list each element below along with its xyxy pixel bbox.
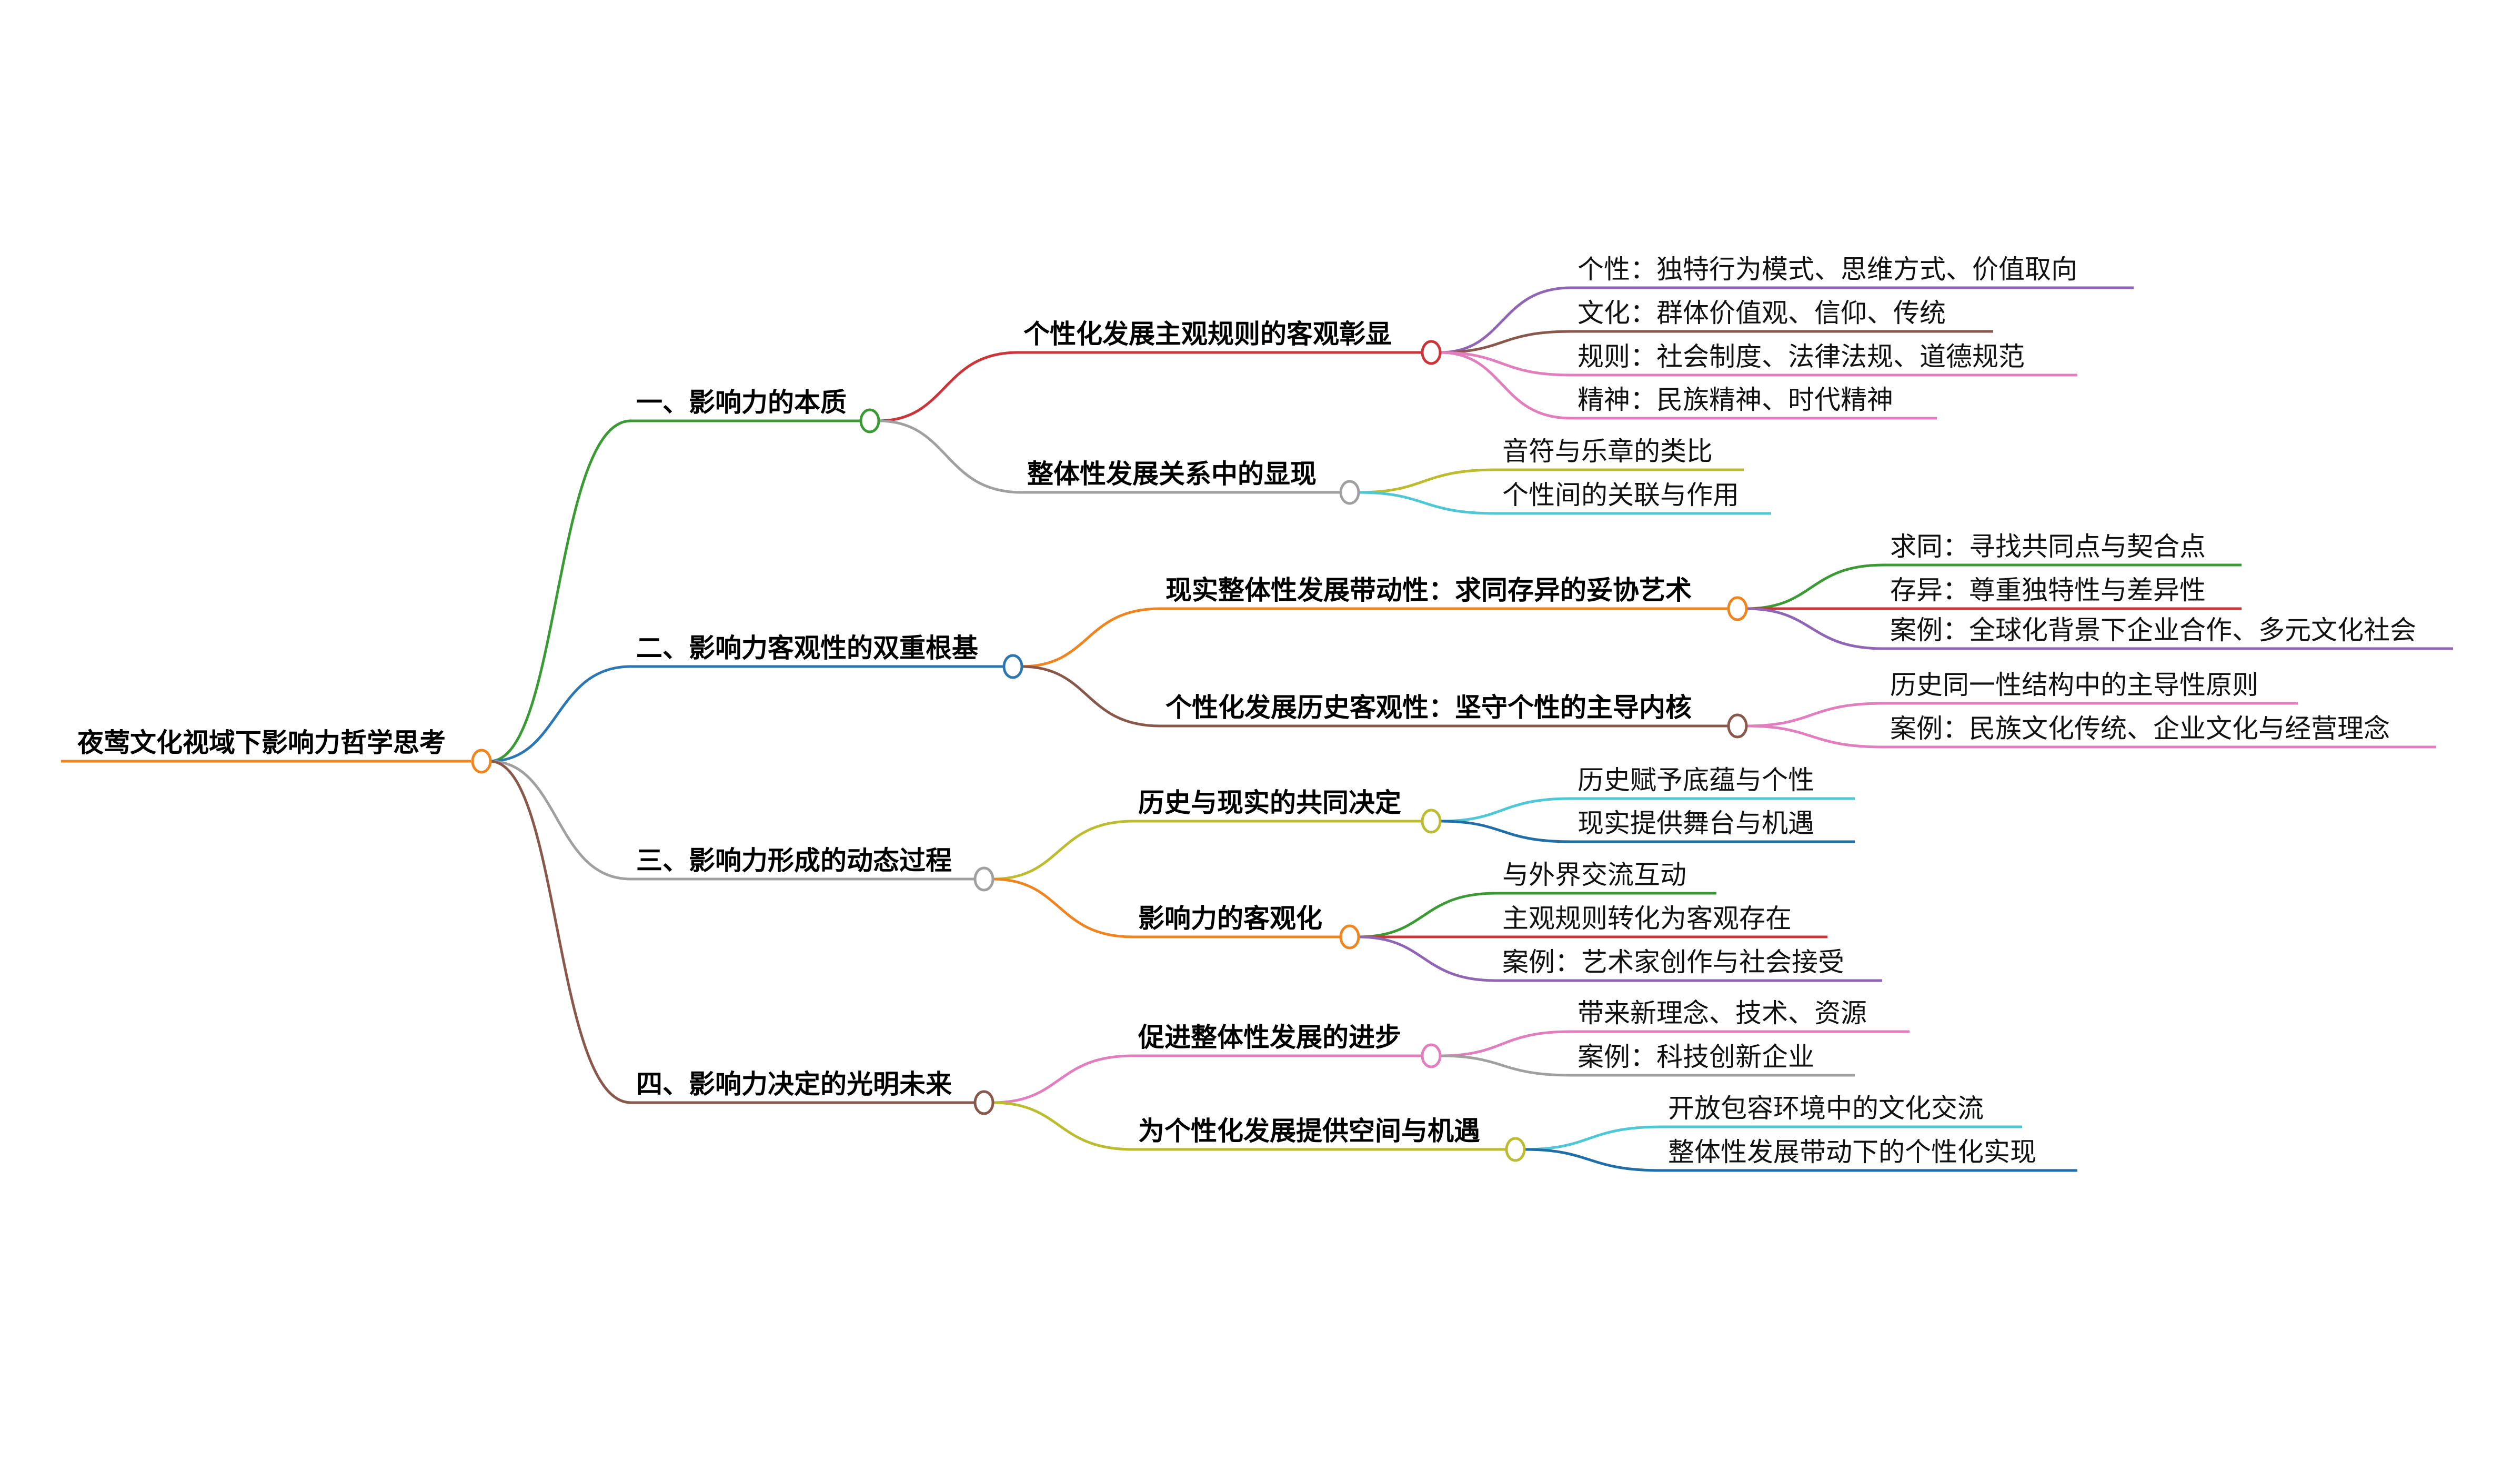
collapse-toggle[interactable] [1727,596,1748,621]
subtopic[interactable]: 整体性发展关系中的显现 [1027,459,1317,489]
collapse-toggle[interactable] [1339,924,1360,950]
branch-topic-1[interactable]: 一、影响力的本质 [636,387,847,418]
subtopic-connector [1020,607,1162,668]
leaf-connector [1522,1148,1663,1172]
branch-topic-4[interactable]: 四、影响力决定的光明未来 [636,1069,952,1099]
leaf-connector [1438,351,1573,420]
leaf-connector [1438,797,1573,823]
leaf-connector [1438,330,1573,354]
leaf-topic[interactable]: 个性：独特行为模式、思维方式、价值取向 [1577,254,2077,285]
leaf-topic[interactable]: 开放包容环境中的文化交流 [1668,1093,1984,1124]
subtopic[interactable]: 现实整体性发展带动性：求同存异的妥协艺术 [1165,575,1692,605]
collapse-toggle[interactable] [859,408,880,433]
leaf-topic[interactable]: 与外界交流互动 [1502,860,1686,890]
subtopic-connector [877,351,1020,422]
branch-connector [488,760,632,1104]
leaf-topic[interactable]: 求同：寻找共同点与契合点 [1890,531,2206,562]
leaf-connector [1522,1125,1663,1151]
root-topic[interactable]: 夜莺文化视域下影响力哲学思考 [77,728,446,758]
branch-connector [488,760,632,881]
subtopic-connector [1020,665,1162,728]
leaf-connector [1438,820,1573,843]
leaf-topic[interactable]: 精神：民族精神、时代精神 [1577,385,1893,415]
branch-connector [488,419,632,763]
leaf-topic[interactable]: 个性间的关联与作用 [1502,480,1739,510]
leaf-connector [1438,286,1573,354]
leaf-topic[interactable]: 案例：科技创新企业 [1577,1042,1814,1072]
leaf-connector [1744,563,1885,610]
leaf-topic[interactable]: 音符与乐章的类比 [1502,436,1713,467]
leaf-topic[interactable]: 整体性发展带动下的个性化实现 [1668,1137,2036,1167]
subtopic[interactable]: 历史与现实的共同决定 [1138,788,1401,818]
collapse-toggle[interactable] [1727,713,1748,739]
collapse-toggle[interactable] [1339,480,1360,505]
leaf-connector [1357,468,1498,494]
leaf-connector [1438,351,1573,377]
connector-layer [61,286,2453,1172]
leaf-topic[interactable]: 历史赋予底蕴与个性 [1577,765,1814,795]
subtopic[interactable]: 影响力的客观化 [1138,903,1322,934]
subtopic-connector [991,1054,1134,1104]
subtopic-connector [991,820,1134,881]
collapse-toggle[interactable] [973,1090,994,1115]
collapse-toggle[interactable] [1421,340,1442,365]
leaf-connector [1357,491,1498,515]
collapse-toggle[interactable] [1002,654,1023,679]
subtopic-connector [991,1101,1134,1151]
subtopic[interactable]: 促进整体性发展的进步 [1138,1022,1401,1053]
subtopic[interactable]: 为个性化发展提供空间与机遇 [1138,1116,1480,1146]
leaf-connector [1744,702,1885,728]
leaf-topic[interactable]: 案例：艺术家创作与社会接受 [1502,947,1844,977]
leaf-topic[interactable]: 历史同一性结构中的主导性原则 [1890,670,2258,700]
collapse-toggle[interactable] [1421,809,1442,834]
leaf-topic[interactable]: 文化：群体价值观、信仰、传统 [1577,298,1946,328]
leaf-connector [1744,607,1885,650]
leaf-topic[interactable]: 带来新理念、技术、资源 [1577,998,1867,1028]
subtopic-connector [991,877,1134,938]
branch-connector [488,665,632,763]
root-collapse-toggle[interactable] [471,749,492,774]
node-layer: 夜莺文化视域下影响力哲学思考 一、影响力的本质 个性化发展主观规则的客观彰显 个性：独… [77,254,2416,1167]
leaf-topic[interactable]: 案例：民族文化传统、企业文化与经营理念 [1890,713,2390,744]
subtopic-connector [877,419,1023,494]
collapse-toggle[interactable] [1421,1043,1442,1068]
leaf-topic[interactable]: 主观规则转化为客观存在 [1502,903,1792,934]
leaf-connector [1438,1054,1573,1077]
leaf-connector [1744,724,1885,749]
subtopic[interactable]: 个性化发展历史客观性：坚守个性的主导内核 [1165,692,1692,723]
leaf-connector [1438,1030,1573,1057]
leaf-connector [1357,892,1498,938]
collapse-toggle[interactable] [1505,1137,1526,1162]
collapse-toggle[interactable] [973,866,994,892]
branch-topic-2[interactable]: 二、影响力客观性的双重根基 [636,633,978,663]
leaf-topic[interactable]: 存异：尊重独特性与差异性 [1890,575,2206,605]
branch-topic-3[interactable]: 三、影响力形成的动态过程 [636,845,952,876]
leaf-topic[interactable]: 现实提供舞台与机遇 [1577,808,1814,839]
leaf-connector [1357,935,1498,982]
leaf-topic[interactable]: 规则：社会制度、法律法规、道德规范 [1577,341,2025,372]
subtopic[interactable]: 个性化发展主观规则的客观彰显 [1023,319,1392,349]
leaf-topic[interactable]: 案例：全球化背景下企业合作、多元文化社会 [1890,615,2416,645]
